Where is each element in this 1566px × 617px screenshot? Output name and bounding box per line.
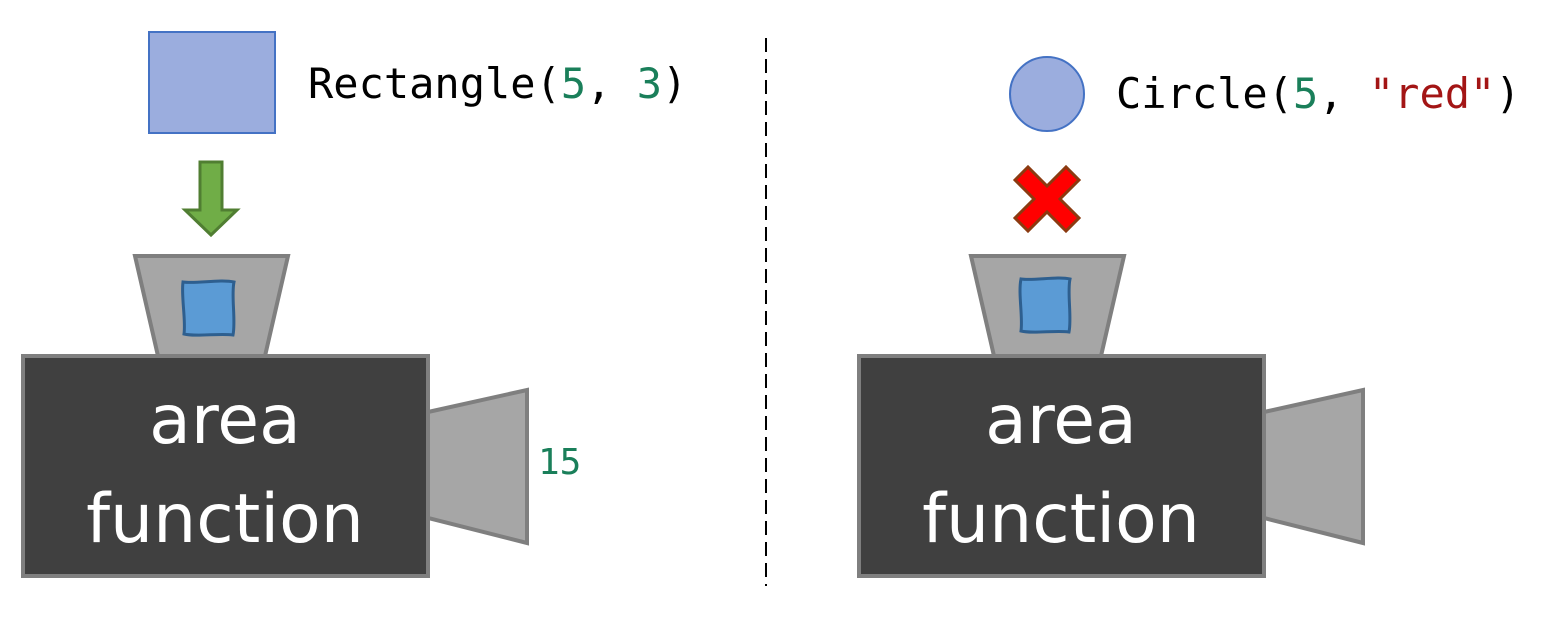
call-arg-radius: 5: [1293, 69, 1318, 118]
machine-nozzle: [426, 387, 529, 546]
call-separator: ,: [586, 59, 637, 108]
call-open-paren: (: [536, 59, 561, 108]
call-close-paren: ): [662, 59, 687, 108]
right-panel: Circle(5, "red") area function: [857, 56, 1521, 578]
slot-square-icon: [181, 279, 236, 337]
call-arg-height: 3: [637, 59, 662, 108]
call-arg-color: "red": [1369, 69, 1495, 118]
call-arg-width: 5: [561, 59, 586, 108]
output-value: 15: [538, 442, 581, 483]
call-open-paren: (: [1268, 69, 1293, 118]
circle-shape: [1009, 56, 1085, 132]
reject-cross-icon: [1012, 164, 1082, 234]
machine-label-line2: function: [922, 480, 1200, 559]
rectangle-shape: [148, 31, 276, 134]
machine-body: [21, 354, 430, 578]
call-close-paren: ): [1495, 69, 1520, 118]
call-separator: ,: [1318, 69, 1369, 118]
rectangle-call-label: Rectangle(5, 3): [308, 59, 687, 108]
accept-arrow-icon: [181, 160, 241, 238]
circle-call-label: Circle(5, "red"): [1116, 69, 1521, 118]
slot-square-icon: [1018, 276, 1072, 334]
machine-label-line1: area: [985, 381, 1137, 460]
call-func-name: Rectangle: [308, 59, 536, 108]
call-func-name: Circle: [1116, 69, 1268, 118]
machine-nozzle: [1262, 387, 1365, 546]
left-panel: Rectangle(5, 3) area function 15: [21, 31, 687, 578]
machine-label-line2: function: [86, 480, 364, 559]
machine-label-line1: area: [149, 381, 301, 460]
